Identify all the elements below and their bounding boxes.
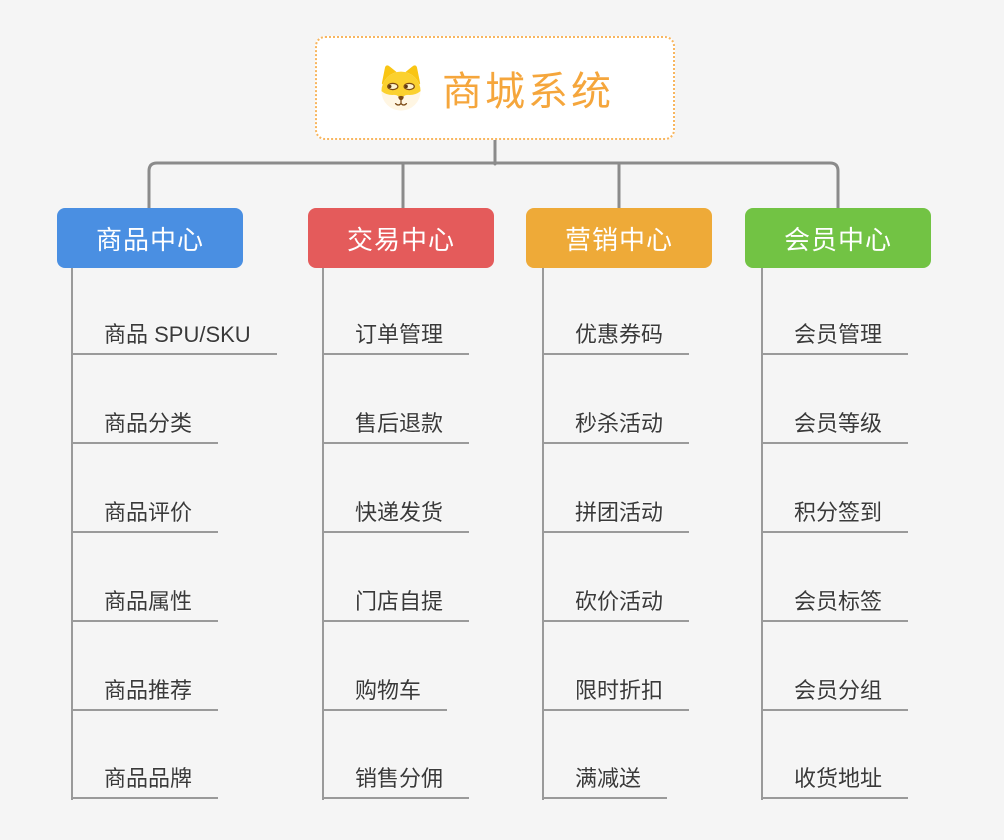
- leaf-node[interactable]: 商品属性: [72, 584, 219, 622]
- leaf-node[interactable]: 快递发货: [323, 495, 470, 533]
- branch-label: 商品中心: [95, 224, 204, 255]
- leaf-node[interactable]: 收货地址: [762, 761, 909, 799]
- leaf-node[interactable]: 满减送: [543, 761, 668, 799]
- branch-label: 营销中心: [564, 224, 673, 255]
- leaf-node[interactable]: 积分签到: [762, 495, 909, 533]
- leaf-node[interactable]: 商品评价: [72, 495, 219, 533]
- root-label: 商城系统: [442, 70, 614, 114]
- leaf-node[interactable]: 商品推荐: [72, 673, 219, 711]
- leaf-node[interactable]: 砍价活动: [543, 584, 690, 622]
- leaf-node[interactable]: 商品分类: [72, 406, 219, 444]
- leaf-node[interactable]: 商品 SPU/SKU: [72, 317, 277, 355]
- leaf-node[interactable]: 商品品牌: [72, 761, 219, 799]
- root-node[interactable]: 商城系统: [315, 36, 675, 140]
- branch-label: 交易中心: [346, 224, 455, 255]
- branch-node-trade-center[interactable]: 交易中心: [308, 208, 494, 268]
- leaf-node[interactable]: 优惠券码: [543, 317, 690, 355]
- branch-node-product-center[interactable]: 商品中心: [57, 208, 243, 268]
- leaf-node[interactable]: 限时折扣: [543, 673, 690, 711]
- leaf-node[interactable]: 会员管理: [762, 317, 909, 355]
- leaf-node[interactable]: 会员分组: [762, 673, 909, 711]
- leaf-node[interactable]: 会员标签: [762, 584, 909, 622]
- leaf-node[interactable]: 订单管理: [323, 317, 470, 355]
- branch-label: 会员中心: [783, 224, 892, 255]
- leaf-node[interactable]: 门店自提: [323, 584, 470, 622]
- leaf-node[interactable]: 销售分佣: [323, 761, 470, 799]
- branch-node-member-center[interactable]: 会员中心: [745, 208, 931, 268]
- leaf-node[interactable]: 秒杀活动: [543, 406, 690, 444]
- leaf-node[interactable]: 拼团活动: [543, 495, 690, 533]
- branch-node-marketing-center[interactable]: 营销中心: [526, 208, 712, 268]
- dog-icon: [381, 65, 421, 111]
- leaf-node[interactable]: 售后退款: [323, 406, 470, 444]
- leaf-node[interactable]: 购物车: [323, 673, 448, 711]
- leaf-node[interactable]: 会员等级: [762, 406, 909, 444]
